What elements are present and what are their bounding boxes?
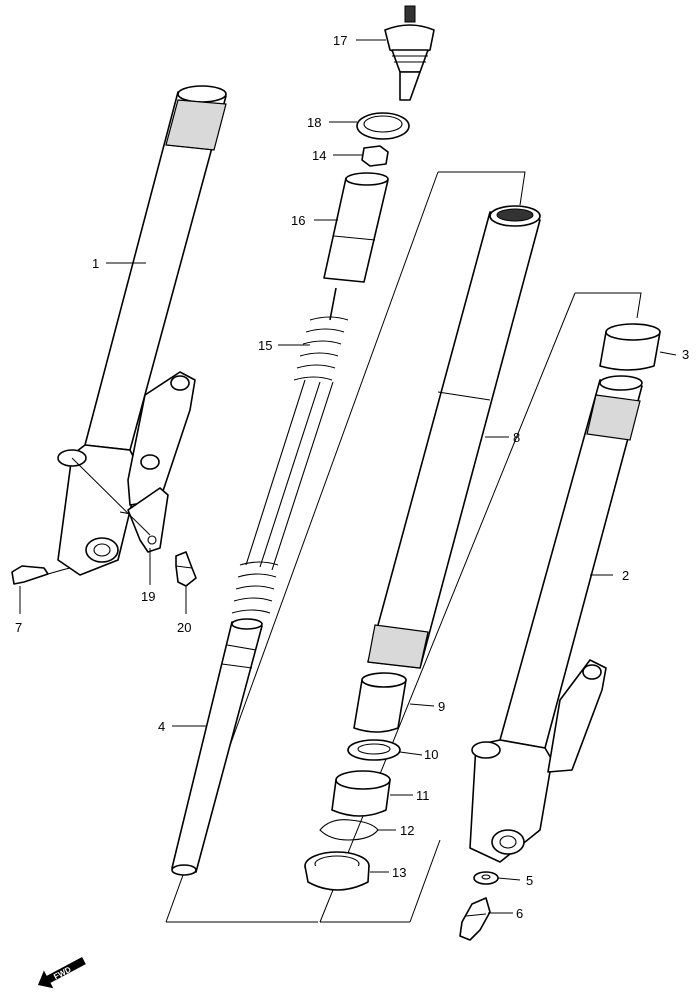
part-1-outer-tube-left — [57, 85, 227, 576]
label-part-8: 8 — [513, 430, 520, 445]
part-7-axle-bolt — [11, 565, 71, 585]
part-number-labels: 1 2 3 4 5 6 7 8 9 10 11 12 13 14 15 16 1… — [15, 33, 689, 921]
part-6-drain-bolt — [459, 897, 491, 941]
label-part-5: 5 — [526, 873, 533, 888]
part-11-oil-seal — [331, 770, 391, 817]
part-9-slide-bushing — [353, 672, 407, 733]
label-part-10: 10 — [424, 747, 438, 762]
label-part-13: 13 — [392, 865, 406, 880]
part-4-damper-cylinder — [171, 618, 263, 876]
part-19-hose-bracket — [71, 457, 169, 553]
part-18-o-ring — [356, 112, 410, 140]
label-part-1: 1 — [92, 256, 99, 271]
part-2-outer-tube-right — [469, 375, 643, 863]
label-part-17: 17 — [333, 33, 347, 48]
label-part-16: 16 — [291, 213, 305, 228]
leader-lines — [19, 39, 677, 914]
part-12-stopper-ring — [319, 819, 379, 841]
label-part-14: 14 — [312, 148, 326, 163]
label-part-9: 9 — [438, 699, 445, 714]
part-3-guide-bush — [599, 323, 661, 371]
label-part-4: 4 — [158, 719, 165, 734]
label-part-3: 3 — [682, 347, 689, 362]
direction-arrow-badge: FWD — [38, 957, 86, 989]
part-14-nut — [361, 145, 389, 167]
label-part-11: 11 — [416, 788, 430, 803]
part-15-spring-rod — [231, 287, 349, 614]
label-part-18: 18 — [307, 115, 321, 130]
part-17-cap-bolt — [384, 5, 435, 101]
group-frame-right-leg — [319, 292, 642, 923]
label-part-6: 6 — [516, 906, 523, 921]
label-part-15: 15 — [258, 338, 272, 353]
part-8-inner-tube — [367, 205, 541, 669]
label-part-7: 7 — [15, 620, 22, 635]
label-part-2: 2 — [622, 568, 629, 583]
part-5-washer — [473, 871, 499, 885]
label-part-20: 20 — [177, 620, 191, 635]
label-part-12: 12 — [400, 823, 414, 838]
part-20-bolt — [175, 551, 197, 587]
part-13-dust-seal — [304, 851, 370, 891]
label-part-19: 19 — [141, 589, 155, 604]
part-16-spacer — [323, 172, 389, 283]
part-10-washer — [347, 739, 401, 761]
